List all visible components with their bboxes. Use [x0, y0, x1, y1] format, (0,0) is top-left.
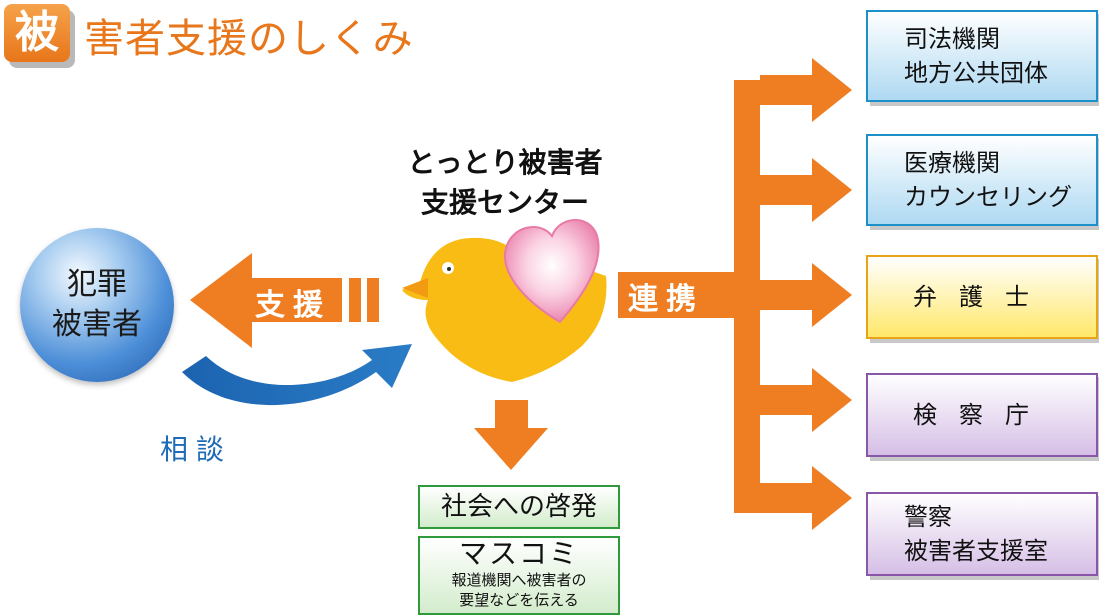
- partner-line1: 検察庁: [913, 401, 1051, 429]
- crime-victim-circle: 犯罪 被害者: [20, 228, 174, 382]
- mass-media-box: マスコミ 報道機関へ被害者の 要望などを伝える: [418, 536, 620, 615]
- page-title: 害者支援のしくみ: [84, 16, 414, 62]
- victim-label-line2: 被害者: [52, 307, 142, 342]
- partner-lawyer: 弁護士: [866, 255, 1098, 339]
- partner-judicial-local-gov: 司法機関 地方公共団体: [866, 10, 1098, 102]
- cooperation-arrow: [618, 58, 852, 530]
- partner-medical-counseling: 医療機関 カウンセリング: [866, 134, 1098, 226]
- center-label-line2: 支援センター: [420, 186, 589, 219]
- support-arrow: [190, 253, 379, 348]
- partner-line1: 司法機関: [904, 25, 1000, 53]
- down-arrow: [474, 400, 548, 470]
- title-badge: 被: [4, 4, 70, 62]
- media-desc-line2: 要望などを伝える: [459, 591, 579, 609]
- media-desc-line1: 報道機関へ被害者の: [451, 571, 587, 589]
- support-center-name: とっとり被害者 支援センター: [370, 143, 640, 223]
- consultation-label: 相談: [160, 433, 233, 466]
- support-label: 支援: [255, 288, 331, 323]
- cooperation-label: 連携: [628, 282, 704, 317]
- consultation-arrow: [182, 344, 412, 406]
- partner-police-victim-support: 警察 被害者支援室: [866, 492, 1098, 576]
- partner-prosecutor: 検察庁: [866, 373, 1098, 457]
- social-outreach-box: 社会への啓発: [418, 485, 620, 529]
- partner-line2: 被害者支援室: [904, 537, 1048, 565]
- media-title: マスコミ: [458, 537, 579, 570]
- partner-line2: 地方公共団体: [904, 59, 1048, 87]
- partner-line2: カウンセリング: [904, 183, 1072, 211]
- partner-line1: 弁護士: [913, 283, 1051, 311]
- center-label-line1: とっとり被害者: [407, 146, 603, 179]
- partner-line1: 警察: [904, 503, 952, 531]
- victim-label-line1: 犯罪: [67, 267, 127, 302]
- heart-icon: [504, 219, 600, 324]
- partner-line1: 医療機関: [904, 149, 1000, 177]
